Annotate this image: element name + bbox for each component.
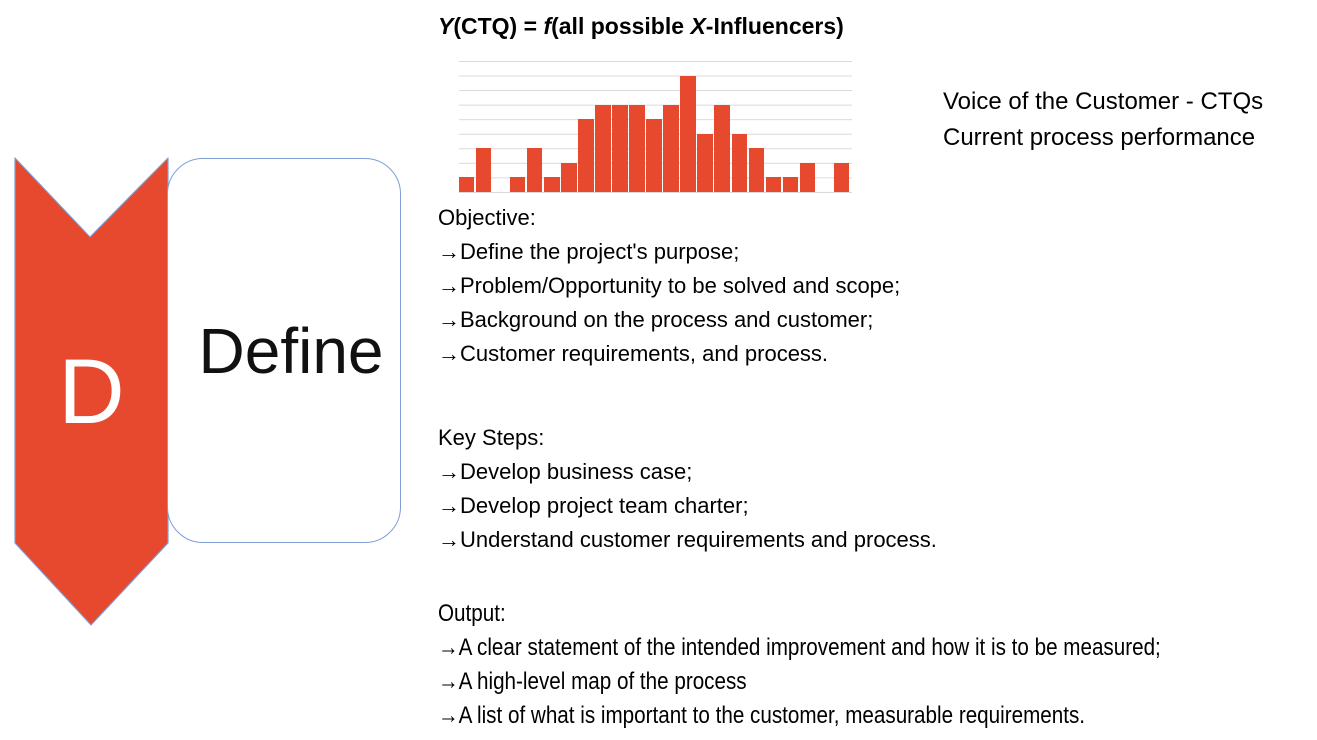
formula-part: -Influencers) bbox=[705, 13, 844, 39]
histogram-bar bbox=[612, 104, 628, 192]
bullet-line: →A list of what is important to the cust… bbox=[438, 702, 1086, 729]
histogram-bar bbox=[510, 177, 526, 192]
bullet-line: →Understand customer requirements and pr… bbox=[438, 527, 937, 552]
histogram-bar bbox=[578, 119, 594, 192]
formula-part: X bbox=[690, 13, 706, 39]
histogram-bar bbox=[561, 162, 577, 192]
key-steps-heading: Key Steps: bbox=[438, 425, 545, 450]
key-steps-section: Key Steps: →Develop business case;→Devel… bbox=[438, 421, 937, 557]
bullet-line: →Develop business case; bbox=[438, 459, 693, 484]
objective-items: →Define the project's purpose; →Problem/O… bbox=[438, 235, 900, 371]
histogram-bar bbox=[697, 133, 713, 192]
formula-part: (CTQ) = bbox=[453, 13, 544, 39]
define-chevron-shape bbox=[14, 157, 169, 627]
formula-title: Y(CTQ) = f(all possible X-Influencers) bbox=[438, 13, 844, 40]
bullet-line: →Problem/Opportunity to be solved and sc… bbox=[438, 273, 901, 298]
histogram-bars bbox=[459, 61, 850, 192]
voc-notes: Voice of the Customer - CTQs Current pro… bbox=[943, 84, 1263, 156]
histogram-bar bbox=[765, 177, 781, 192]
voc-line-1: Voice of the Customer - CTQs bbox=[943, 88, 1264, 115]
histogram-bar bbox=[833, 162, 850, 192]
formula-part: (all possible bbox=[551, 13, 691, 39]
bullet-line: →Define the project's purpose; bbox=[438, 239, 740, 264]
histogram-bar bbox=[680, 75, 696, 192]
histogram-bar bbox=[799, 162, 815, 192]
histogram-bar bbox=[544, 177, 560, 192]
histogram-bar bbox=[782, 177, 798, 192]
histogram-bar bbox=[476, 148, 492, 192]
voc-line-2: Current process performance bbox=[943, 124, 1256, 151]
bullet-line: →A high-level map of the process bbox=[438, 668, 747, 695]
phase-name-label: Define bbox=[198, 314, 384, 387]
histogram-bar bbox=[663, 104, 679, 192]
histogram-bar bbox=[714, 104, 730, 192]
histogram-bar bbox=[527, 148, 543, 192]
histogram-bar bbox=[595, 104, 611, 192]
bullet-line: →A clear statement of the intended impro… bbox=[438, 634, 1161, 661]
formula-part: f bbox=[543, 13, 552, 39]
histogram-bar bbox=[748, 148, 764, 192]
objective-section: Objective: →Define the project's purpose… bbox=[438, 201, 900, 371]
histogram-bar bbox=[731, 133, 747, 192]
objective-heading: Objective: bbox=[438, 205, 536, 230]
histogram-bar bbox=[646, 119, 662, 192]
histogram-bar bbox=[459, 177, 475, 192]
histogram-bar bbox=[629, 104, 645, 192]
key-steps-items: →Develop business case; →Develop project … bbox=[438, 455, 937, 557]
output-section: Output: →A clear statement of the intend… bbox=[438, 597, 1161, 733]
bullet-line: →Develop project team charter; bbox=[438, 493, 749, 518]
output-items: →A clear statement of the intended impro… bbox=[438, 631, 1161, 733]
histogram-chart bbox=[459, 61, 852, 193]
chevron-down-icon bbox=[14, 157, 169, 626]
bullet-line: →Background on the process and customer; bbox=[438, 307, 874, 332]
define-phase-box: Define bbox=[167, 158, 401, 543]
formula-part: Y bbox=[438, 13, 454, 39]
bullet-line: →Customer requirements, and process. bbox=[438, 341, 829, 366]
output-heading: Output: bbox=[438, 600, 506, 627]
